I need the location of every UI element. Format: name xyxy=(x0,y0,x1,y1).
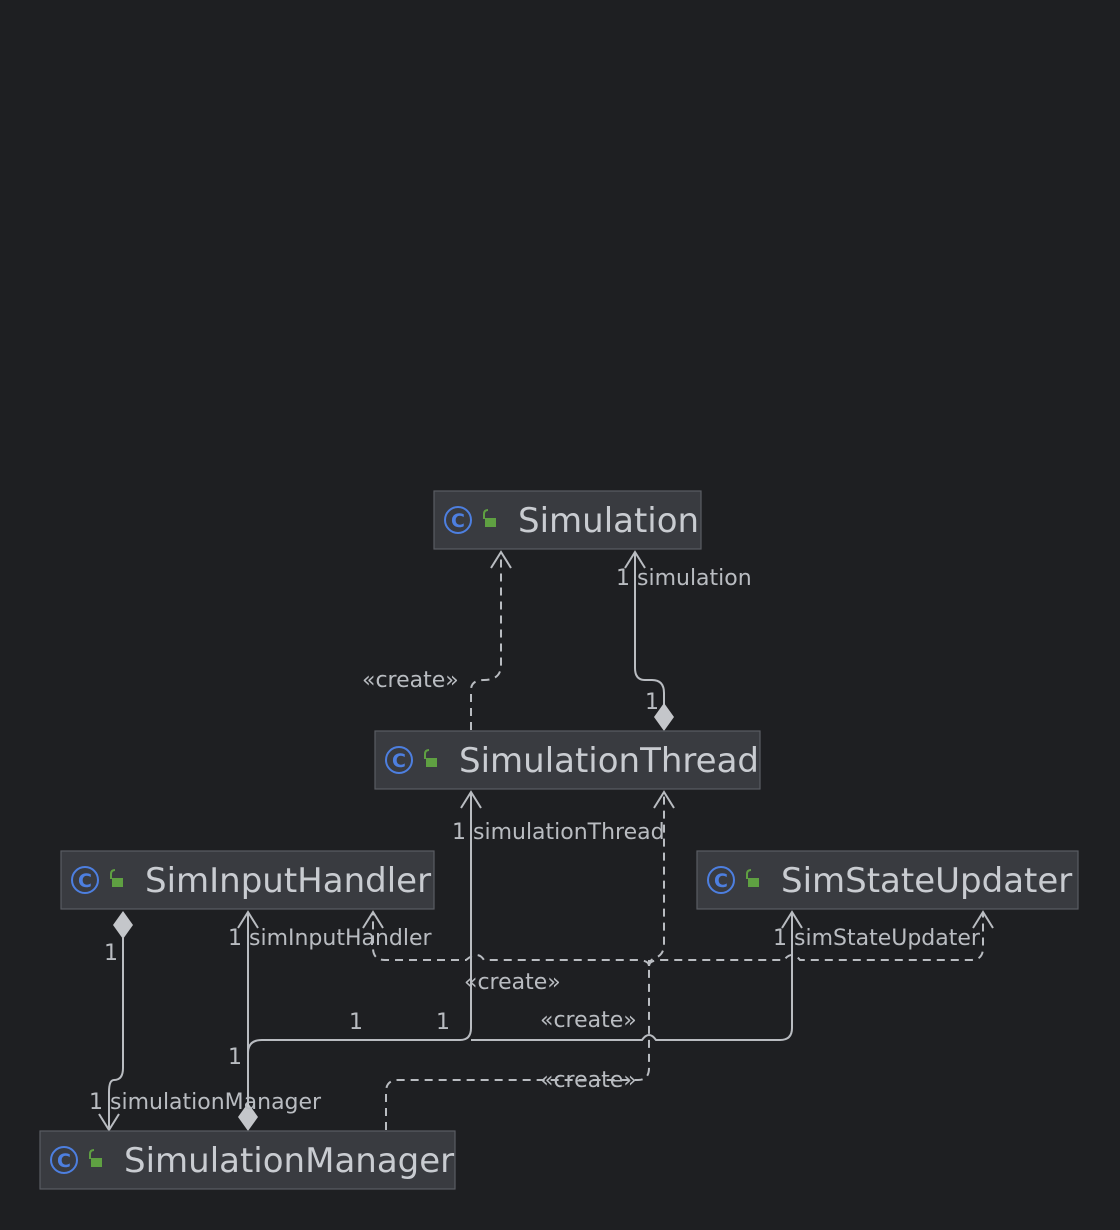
composition-diamond xyxy=(113,911,133,939)
public-lock-icon xyxy=(746,869,759,887)
edge-input-handler-owns-manager[interactable] xyxy=(108,938,124,1130)
class-node-sim-state-updater[interactable]: C SimStateUpdater xyxy=(696,850,1079,910)
edge-thread-owns-simulation[interactable] xyxy=(634,552,665,705)
class-node-sim-input-handler[interactable]: C SimInputHandler xyxy=(60,850,435,910)
public-lock-icon xyxy=(483,509,496,527)
class-node-simulation-thread[interactable]: C SimulationThread xyxy=(374,730,761,790)
arrowhead-open xyxy=(98,1113,120,1132)
simulation-role-label: 1 simulation xyxy=(616,566,752,591)
multiplicity-label: 1 xyxy=(104,941,118,966)
class-title: SimStateUpdater xyxy=(781,861,1072,901)
svg-text:C: C xyxy=(392,750,406,772)
arrowhead-open xyxy=(781,910,803,929)
class-title: SimulationManager xyxy=(124,1141,454,1181)
create-stereotype-label: «create» xyxy=(464,970,561,995)
class-title: Simulation xyxy=(518,501,699,541)
class-title: SimInputHandler xyxy=(145,861,431,901)
edge-labels: «create» 1 simulation 1 1 simulationThre… xyxy=(89,566,981,1115)
arrowhead-open xyxy=(624,550,646,569)
class-icon: C xyxy=(444,506,472,534)
class-title: SimulationThread xyxy=(459,741,759,781)
edge-thread-creates-simulation[interactable] xyxy=(470,552,502,730)
create-stereotype-label: «create» xyxy=(540,1068,637,1093)
simulation-manager-role-label: 1 simulationManager xyxy=(89,1090,322,1115)
edge-manager-creates-thread[interactable] xyxy=(648,792,665,967)
multiplicity-label: 1 xyxy=(436,1010,450,1035)
edge-manager-creates-input-handler[interactable] xyxy=(372,912,650,967)
simulation-thread-role-label: 1 simulationThread xyxy=(452,820,665,845)
multiplicity-label: 1 xyxy=(645,690,659,715)
svg-text:C: C xyxy=(78,870,92,892)
edge-manager-creates-state-updater[interactable] xyxy=(648,912,984,967)
edge-manager-creates[interactable] xyxy=(385,960,650,1130)
public-lock-icon xyxy=(424,749,437,767)
sim-input-handler-role-label: 1 simInputHandler xyxy=(228,926,433,951)
class-icon: C xyxy=(71,866,99,894)
arrowhead-open xyxy=(972,910,994,929)
create-stereotype-label: «create» xyxy=(362,668,459,693)
sim-state-updater-role-label: 1 simStateUpdater xyxy=(773,926,981,951)
composition-diamond xyxy=(238,1103,258,1131)
class-icon: C xyxy=(385,746,413,774)
create-stereotype-label: «create» xyxy=(540,1008,637,1033)
edges xyxy=(98,550,994,1132)
svg-text:C: C xyxy=(57,1150,71,1172)
arrowhead-open xyxy=(490,550,512,569)
class-icon: C xyxy=(50,1146,78,1174)
arrowhead-open xyxy=(362,910,384,929)
arrowhead-open xyxy=(460,790,482,809)
arrowhead-open xyxy=(653,790,675,809)
svg-text:C: C xyxy=(714,870,728,892)
composition-diamond xyxy=(654,703,674,731)
public-lock-icon xyxy=(89,1149,102,1167)
class-icon: C xyxy=(707,866,735,894)
multiplicity-label: 1 xyxy=(228,1045,242,1070)
class-node-simulation[interactable]: C Simulation xyxy=(433,490,702,550)
class-node-simulation-manager[interactable]: C SimulationManager xyxy=(39,1130,456,1190)
edge-manager-to-state-updater[interactable] xyxy=(471,912,793,1041)
multiplicity-label: 1 xyxy=(349,1010,363,1035)
svg-text:C: C xyxy=(451,510,465,532)
public-lock-icon xyxy=(110,869,123,887)
arrowhead-open xyxy=(237,910,259,929)
